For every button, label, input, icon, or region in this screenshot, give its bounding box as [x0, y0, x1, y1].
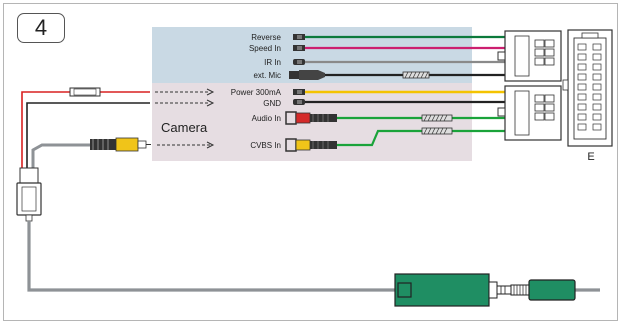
left-cable-black [26, 102, 150, 168]
rca-cvbs-in-connector [285, 127, 453, 152]
arrow-power [155, 88, 215, 96]
label-ir-in: IR In [264, 58, 281, 67]
rca-audio-in-connector [285, 111, 453, 125]
inline-fuse [69, 87, 101, 97]
pin-connector-reverse [293, 34, 305, 40]
left-cable-gray-branch [31, 143, 90, 168]
main-gray-cable [27, 221, 600, 292]
label-audio-in: Audio In [252, 114, 281, 123]
label-gnd: GND [263, 99, 281, 108]
connector-e [562, 29, 613, 147]
harness-plug-lower [497, 85, 562, 141]
label-cvbs-in: CVBS In [250, 141, 281, 150]
harness-plug-upper [497, 30, 562, 82]
mic-jack-connector [289, 70, 430, 80]
label-speed-in: Speed In [249, 44, 281, 53]
pin-connector-ir [293, 59, 305, 65]
pin-connector-gnd [293, 99, 305, 105]
label-connector-e: E [587, 151, 594, 163]
main-cable-plug [16, 167, 42, 222]
label-reverse: Reverse [251, 33, 281, 42]
label-camera: Camera [161, 120, 208, 135]
audio-jack-plug [496, 279, 576, 301]
label-ext-mic: ext. Mic [253, 71, 281, 80]
diagram-frame [3, 3, 618, 321]
arrow-gnd [155, 99, 215, 107]
green-module [394, 273, 498, 307]
rca-camera-plug [90, 137, 151, 152]
left-cable-red [21, 91, 150, 168]
pin-connector-power [293, 89, 305, 95]
pin-connector-speed [293, 45, 305, 51]
label-power: Power 300mA [231, 88, 282, 97]
arrow-camera [157, 141, 215, 149]
step-number-badge: 4 [17, 13, 65, 43]
